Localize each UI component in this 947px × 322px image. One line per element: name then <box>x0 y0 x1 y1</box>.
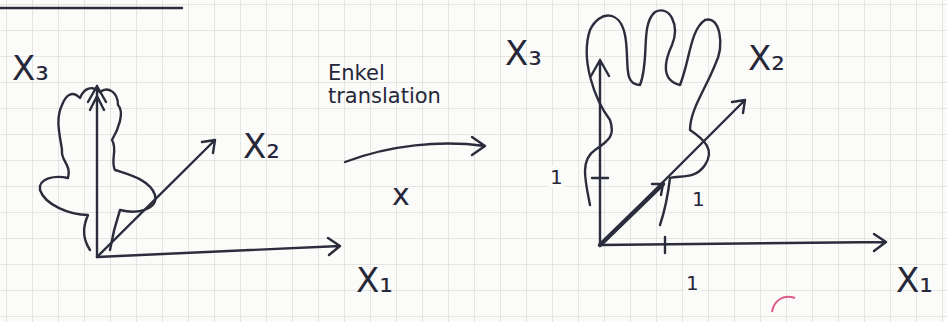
axis-label: X₃ <box>12 50 49 87</box>
axis-label: X₂ <box>748 40 785 77</box>
axis-label: X₃ <box>505 35 542 72</box>
x1-axis <box>600 234 886 251</box>
ruler-line <box>0 7 182 9</box>
x2-axis <box>600 100 745 245</box>
axis-label: X₂ <box>243 128 280 165</box>
pink-mark <box>772 297 795 312</box>
tick-label: 1 <box>684 272 701 294</box>
arrow-label: Enkel translation <box>328 62 448 108</box>
axis-label: X₁ <box>896 262 933 299</box>
variable-label: x <box>392 178 410 211</box>
translation-arrow <box>345 137 485 162</box>
x3-axis <box>88 86 106 257</box>
x1-axis <box>97 238 340 257</box>
tick-marks <box>592 178 665 253</box>
tick-label: 1 <box>548 166 565 188</box>
vector-head <box>652 184 663 195</box>
translation-vector <box>600 184 663 245</box>
figure-outline <box>40 88 155 250</box>
tick-label: 1 <box>690 188 707 210</box>
figure-outline <box>585 11 720 225</box>
axis-label: X₁ <box>356 262 393 299</box>
